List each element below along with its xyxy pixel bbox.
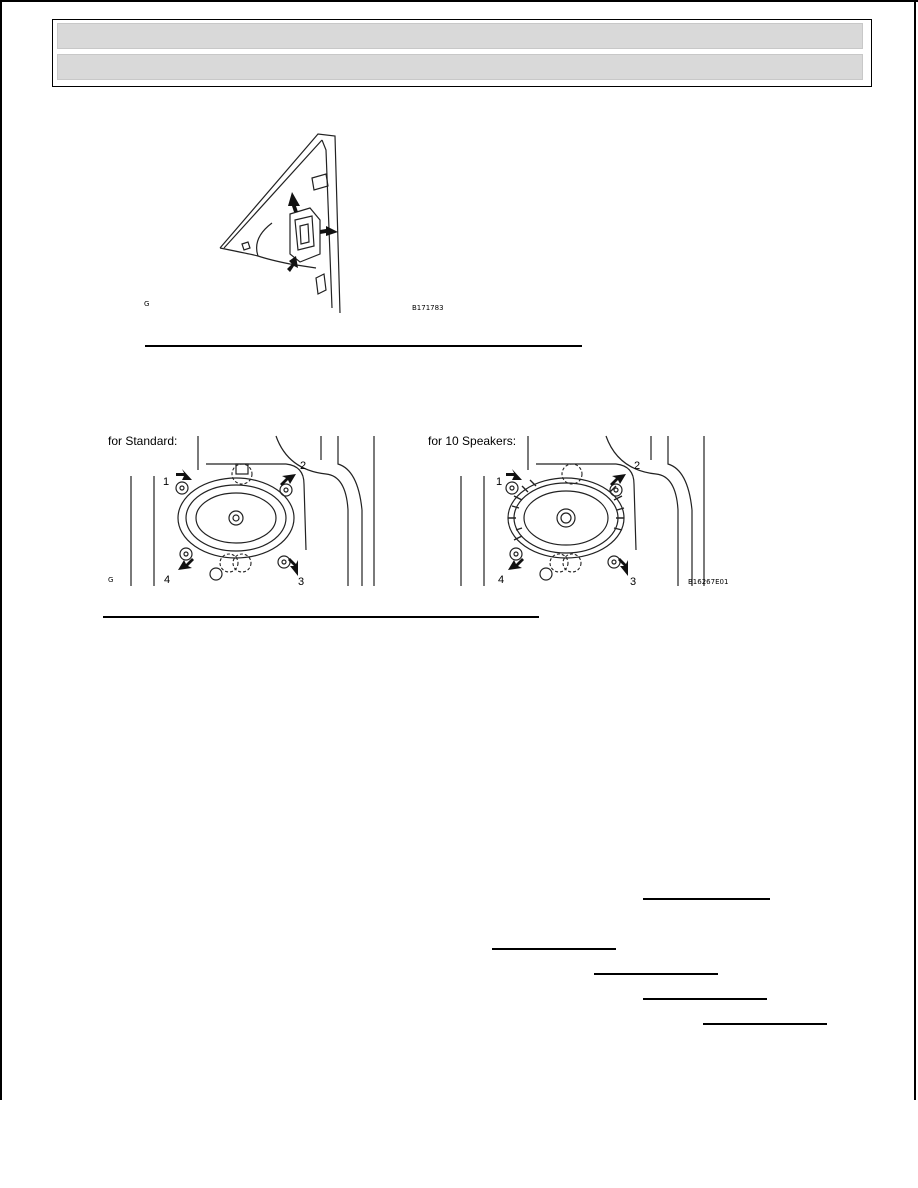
page-border-left (0, 0, 2, 1100)
callout-4-right: 4 (498, 574, 505, 586)
speaker-figure: for Standard: for 10 Speakers: (106, 430, 729, 590)
link-underline[interactable] (492, 948, 616, 950)
link-underline[interactable] (643, 998, 767, 1000)
section-divider-2 (103, 616, 539, 618)
link-underline[interactable] (703, 1023, 827, 1025)
figure-code: B16267E01 (688, 578, 729, 586)
callout-2-right: 2 (634, 460, 641, 472)
standard-panel-label: for Standard: (108, 434, 178, 448)
figure-code: B171783 (412, 304, 444, 312)
callout-4: 4 (164, 574, 171, 586)
callout-1-right: 1 (496, 476, 503, 488)
figure-corner-mark: G (144, 300, 150, 308)
ten-speakers-panel-label: for 10 Speakers: (428, 434, 517, 448)
figure-corner-mark: G (108, 576, 114, 584)
header-panel (52, 19, 872, 87)
standard-speaker-drawing (130, 435, 375, 586)
section-divider-1 (145, 345, 582, 347)
callout-3-right: 3 (630, 576, 637, 588)
link-underline[interactable] (594, 973, 718, 975)
link-underline[interactable] (643, 898, 770, 900)
callout-1: 1 (163, 476, 170, 488)
header-title-bar (57, 23, 863, 49)
callout-3: 3 (298, 576, 305, 588)
callout-2: 2 (300, 460, 307, 472)
header-subtitle-bar (57, 54, 863, 80)
tweeter-illustration: G B171783 (140, 128, 450, 318)
ten-speakers-speaker-drawing (460, 435, 705, 586)
page-border-top (0, 0, 918, 2)
page-border-right (914, 0, 916, 1100)
